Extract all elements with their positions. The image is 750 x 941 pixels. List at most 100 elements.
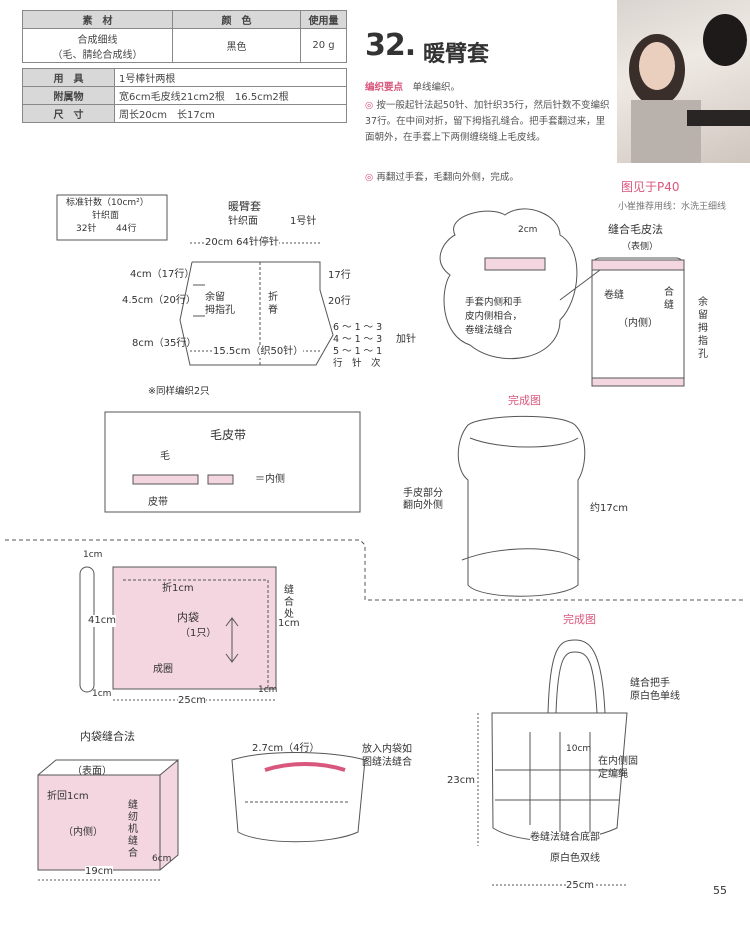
chart-inc-3: 5 ～ 1 ～ 1 xyxy=(333,346,383,357)
instr-step2: ◎ 再翻过手套，毛翻向外侧，完成。 xyxy=(365,172,519,183)
inner-bag-count: （1只） xyxy=(180,628,217,639)
header-color: 颜 色 xyxy=(172,10,301,29)
done2-cord: 10cm xyxy=(566,744,592,754)
inner-bag-top-1cm: 1cm xyxy=(83,550,103,560)
color-cell: 黑色 xyxy=(172,28,301,63)
model-photo xyxy=(617,0,750,163)
chart-top-width: 20cm 64针停针 xyxy=(205,237,279,249)
inner-bag-arrow-head-top xyxy=(225,617,239,627)
finished-bag-handle-outer xyxy=(547,639,606,714)
inner-sew-machine-b: 纫 xyxy=(128,812,138,823)
inner-bag-title: 内袋 xyxy=(177,611,199,624)
knit-chart-outline xyxy=(179,261,334,366)
bubble-pointer xyxy=(559,269,601,301)
chart-subtitle-b: 1号针 xyxy=(290,216,317,227)
inner-bag-strap xyxy=(79,566,95,693)
inner-bag-seam-c: 处 xyxy=(284,609,294,620)
inner-sew-machine-a: 缝 xyxy=(128,800,138,811)
inner-sew-machine-d: 缝 xyxy=(128,836,138,847)
inner-bag-arrow-head-bottom xyxy=(225,653,239,663)
finished-warmer xyxy=(457,415,586,597)
inner-bag-fold: 折1cm xyxy=(162,583,194,594)
fur-sew-front: （表侧） xyxy=(622,242,659,252)
done2-handle-b: 原白色单线 xyxy=(630,691,680,702)
chart-bottom: 15.5cm（织50针） xyxy=(213,346,304,358)
bag-sew-top: 2.7cm（4行） xyxy=(252,743,320,754)
done2-bottom-yarn: 原白色双线 xyxy=(550,853,600,864)
instr-step1: ◎ 按一般起针法起50针、加针织35行，然后针数不变编织37行。在中间对折，留下… xyxy=(365,100,610,143)
see-page: 图见于P40 xyxy=(621,180,680,194)
done1-side-a: 手皮部分 xyxy=(403,488,443,499)
size-label: 尺 寸 xyxy=(22,104,115,123)
done2-height: 23cm xyxy=(447,775,475,787)
fur-strip-box xyxy=(104,411,361,513)
done2-width: 25cm xyxy=(566,880,594,892)
bag-sew-shape xyxy=(231,752,366,843)
inner-bag-height: 41cm xyxy=(88,615,116,627)
inner-sew-inside: （内侧） xyxy=(63,827,103,838)
inner-bag-circle: 成圈 xyxy=(153,664,173,675)
warmer-fur-top xyxy=(469,437,579,448)
done2-fix-b: 定编绳 xyxy=(598,769,628,780)
size-value: 周长20cm 长17cm xyxy=(114,104,347,123)
chart-left-4cm: 4cm（17行） xyxy=(130,269,195,280)
gauge-line3-b: 44行 xyxy=(116,224,137,234)
chart-inc-label: 加针 xyxy=(396,334,416,345)
chart-inc-2: 4 ～ 1 ～ 3 xyxy=(333,334,383,345)
inner-sew-fold: 折回1cm xyxy=(47,791,89,802)
header-material: 素 材 xyxy=(22,10,173,29)
chart-inc-4: 行 针 次 xyxy=(333,358,381,369)
done2-fix-a: 在内侧固 xyxy=(598,756,638,767)
inner-sew-width: 19cm xyxy=(85,866,113,878)
bag-sew-pink-band xyxy=(264,762,346,772)
gauge-line2: 针织面 xyxy=(92,211,120,221)
inner-sew-title: 内袋缝合法 xyxy=(80,730,135,743)
finished-bag-handle-inner xyxy=(555,651,598,714)
bubble-strip xyxy=(484,257,546,271)
fur-sew-inside: （内侧） xyxy=(618,318,658,329)
chart-left-45cm: 4.5cm（20行） xyxy=(122,295,196,306)
done1-height: 约17cm xyxy=(590,503,628,514)
pattern-title: 暖臂套 xyxy=(423,42,490,67)
yarn-recommend: 小崔推荐用线：水洗王细线 xyxy=(618,202,727,212)
inner-sew-front: （表面） xyxy=(72,766,112,777)
amount-cell: 20 g xyxy=(300,28,347,63)
inner-sew-depth: 6cm xyxy=(152,854,172,864)
chart-left-8cm: 8cm（35行） xyxy=(132,338,197,349)
bubble-text1: 手套内侧和手 xyxy=(465,297,523,308)
done1-label: 完成图 xyxy=(508,394,541,407)
fur-sew-seam-a: 合 xyxy=(664,287,674,298)
gauge-line1: 标准针数（10cm²） xyxy=(66,198,149,208)
warmer-fur-bottom xyxy=(461,548,581,561)
bag-sew-note-a: 放入内袋如 xyxy=(362,744,412,755)
fur-sew-title: 缝合毛皮法 xyxy=(608,223,663,236)
inner-sew-machine-c: 机 xyxy=(128,824,138,835)
fur-strip-b xyxy=(207,474,234,485)
chart-thumb-a: 余留 xyxy=(205,292,225,303)
chart-subtitle-a: 针织面 xyxy=(228,216,258,227)
inner-bag-br-1cm: 1cm xyxy=(258,685,278,695)
fur-strip-title: 毛皮带 xyxy=(210,428,247,442)
fur-strip-leather: 皮带 xyxy=(148,497,168,508)
fur-strip-fur: 毛 xyxy=(160,451,170,462)
fur-sew-bottom xyxy=(591,377,685,387)
inner-bag-seam-a: 缝 xyxy=(284,585,294,596)
chart-fold-a: 折 xyxy=(268,292,278,303)
fur-sew-top xyxy=(591,259,685,271)
fur-sew-sew: 卷缝 xyxy=(604,290,624,301)
detail-bubble xyxy=(439,208,578,360)
bubble-size: 2cm xyxy=(518,225,538,235)
fur-sew-seam-b: 缝 xyxy=(664,300,674,311)
done2-handle-a: 缝合把手 xyxy=(630,678,670,689)
chart-note: ※同样编织2只 xyxy=(148,386,210,397)
chart-title: 暖臂套 xyxy=(228,200,261,213)
done2-bottom-sew: 卷缝法缝合底部 xyxy=(530,832,600,844)
bubble-text3: 卷缝法缝合 xyxy=(465,325,513,336)
instr-point: 编织要点 单线编织。 xyxy=(365,82,461,93)
bag-sew-note-b: 图缝法缝合 xyxy=(362,757,412,768)
inner-bag-seam-b: 合 xyxy=(284,597,294,608)
yarn-cell: 合成细线（毛、腈纶合成线） xyxy=(22,28,173,63)
fur-strip-a xyxy=(132,474,199,485)
